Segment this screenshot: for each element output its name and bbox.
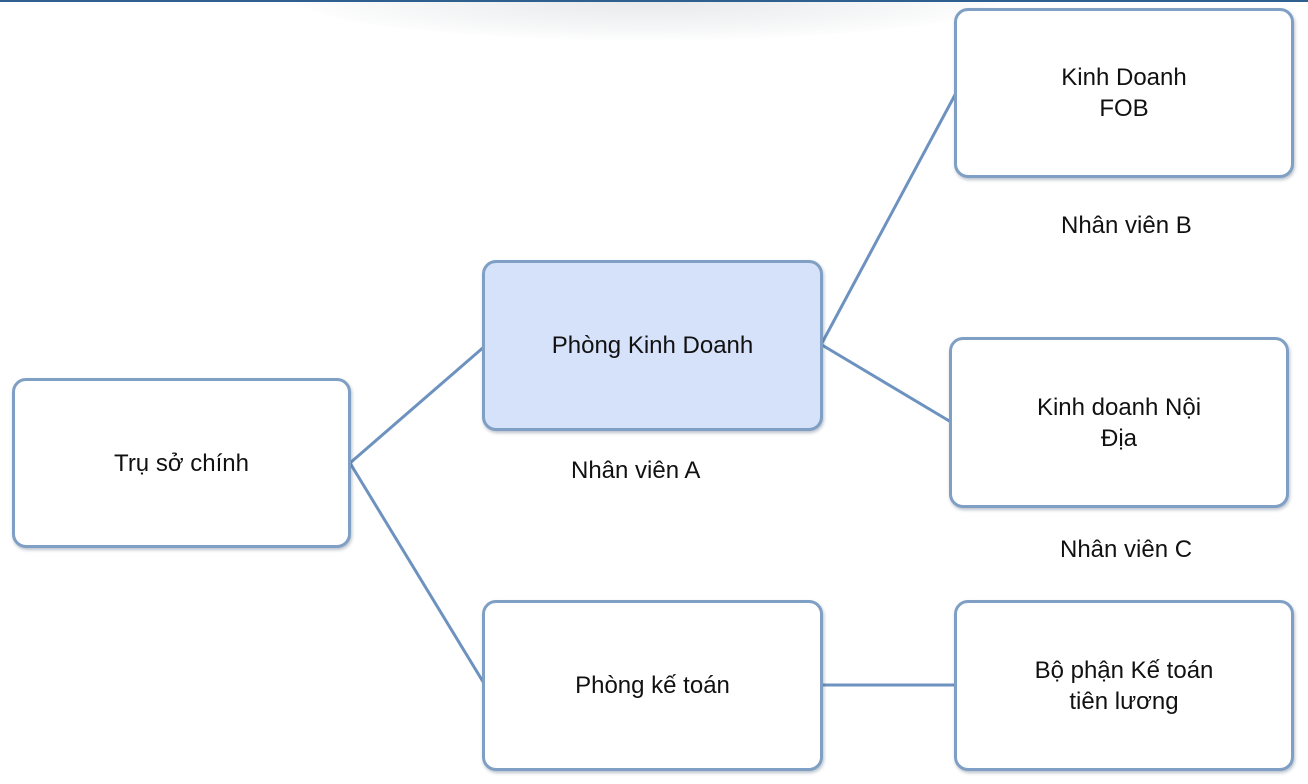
caption-staff-c: Nhân viên C — [1060, 536, 1193, 563]
node-sales-department[interactable]: Phòng Kinh Doanh — [482, 260, 823, 431]
node-fob-sales[interactable]: Kinh Doanh FOB — [954, 8, 1294, 178]
node-domestic-sales[interactable]: Kinh doanh Nội Địa — [949, 337, 1289, 508]
node-sales-department-label: Phòng Kinh Doanh — [551, 332, 754, 359]
node-accounting-department-label: Phòng kế toán — [575, 672, 730, 699]
node-accounting-department[interactable]: Phòng kế toán — [482, 600, 823, 771]
node-head-office-label: Trụ sở chính — [114, 449, 249, 477]
edge-root-to-accounting — [348, 462, 487, 686]
node-head-office[interactable]: Trụ sở chính — [12, 378, 351, 548]
caption-staff-b: Nhân viên B — [1061, 212, 1192, 239]
node-domestic-sales-label: Kinh doanh Nội Địa — [1036, 393, 1202, 452]
node-payroll-accounting[interactable]: Bộ phận Kế toán tiên lương — [954, 600, 1294, 771]
edge-sales-to-fob — [820, 92, 958, 344]
top-border-line — [0, 0, 1308, 2]
edge-sales-to-domestic — [821, 343, 952, 424]
caption-staff-a: Nhân viên A — [571, 457, 701, 484]
edge-root-to-sales — [349, 344, 486, 465]
node-fob-sales-label: Kinh Doanh FOB — [1061, 64, 1187, 122]
node-payroll-accounting-label: Bộ phận Kế toán tiên lương — [1034, 656, 1214, 715]
